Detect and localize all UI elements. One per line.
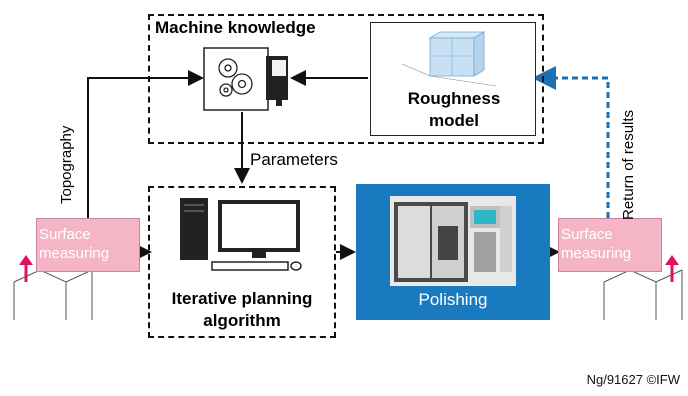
planning-label-line2: algorithm	[203, 311, 281, 330]
machine-knowledge-group	[148, 14, 544, 144]
right-workpiece-sketch	[603, 269, 683, 320]
footer-copyright: Ng/91627 ©IFW	[586, 372, 680, 387]
surface-left-line1: Surface	[39, 226, 91, 243]
topography-label: Topography	[58, 125, 75, 204]
gears-icon	[218, 58, 253, 97]
surface-measuring-right: Surface measuring	[558, 218, 662, 272]
cube-icon	[392, 28, 502, 88]
planning-label: Iterative planning algorithm	[150, 288, 334, 332]
roughness-label-line2: model	[428, 111, 480, 130]
planning-group	[148, 186, 336, 338]
surface-right-line1: Surface	[561, 226, 613, 243]
parameters-label: Parameters	[250, 150, 338, 169]
return-results-arrow	[532, 66, 610, 218]
machine-knowledge-title: Machine knowledge	[155, 18, 316, 37]
polishing-machine-image	[390, 196, 516, 286]
surface-left-line2: measuring	[39, 245, 110, 262]
polishing-box: Polishing	[356, 184, 550, 320]
polishing-label: Polishing	[418, 290, 488, 309]
topography-arrow	[87, 70, 204, 218]
return-results-label: Return of results	[620, 109, 637, 220]
machine-icon	[202, 46, 294, 112]
surface-measuring-left: Surface measuring	[36, 218, 140, 272]
roughness-label-line1: Roughness	[407, 89, 501, 108]
computer-icon	[176, 192, 306, 276]
planning-label-line1: Iterative planning	[171, 289, 313, 308]
roughness-model-label: Roughness model	[376, 88, 532, 132]
surface-right-line2: measuring	[561, 245, 632, 262]
